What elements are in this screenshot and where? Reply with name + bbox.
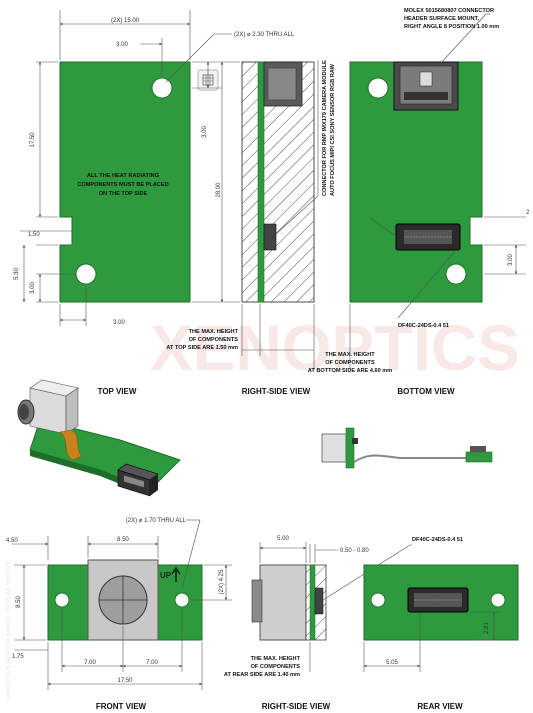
front-view-hole-2	[174, 592, 190, 608]
bottom-view: MOLEX 5015680807 CONNECTOR HEADER SURFAC…	[308, 8, 530, 396]
top-view-dim-height: 28.00	[216, 182, 222, 198]
front-view-dim-edge: 1.75	[12, 654, 24, 660]
top-view-dim-top-y: 3.00	[202, 126, 208, 138]
side-view-vertical-note-2: AUTO FOCUS MIPI CSI SONY SENSOR RGB RAW	[330, 63, 336, 196]
top-view-note-2: COMPONENTS MUST BE PLACED	[77, 182, 168, 188]
top-view-dim-lower-1: 5.30	[14, 268, 20, 280]
rear-view-dim-y: 2.81	[484, 622, 490, 634]
top-view-note-1: ALL THE HEAT RADIATING	[87, 173, 159, 179]
right-side-view-lower: 5.00 0.50 - 0.80 THE MAX. HEIGHT OF COMP…	[224, 536, 411, 711]
top-view-note-3: ON THE TOP SIDE	[99, 191, 148, 197]
right-side-view-2-label: RIGHT-SIDE VIEW	[262, 702, 331, 711]
side-view-2-lens-body	[259, 564, 307, 641]
side-view-pcb-edge	[257, 61, 265, 303]
front-view-dim-hole-y: (2X) 4.25	[219, 569, 225, 594]
front-view-dim-hole: (2X) ⌀ 1.70 THRU ALL	[126, 518, 187, 524]
side-view-2-connector	[314, 587, 324, 615]
top-view-max-height-2: OF COMPONENTS	[189, 337, 239, 343]
rear-view-label: REAR VIEW	[417, 702, 463, 711]
side-view-2-dim-pcb: 0.50 - 0.80	[340, 548, 369, 554]
top-view-hole-2	[75, 263, 97, 285]
top-view: ALL THE HEAT RADIATING COMPONENTS MUST B…	[14, 10, 295, 396]
front-view-hole-1	[54, 592, 70, 608]
rear-view-dim-x: 5.05	[386, 660, 398, 666]
bottom-view-hole-1	[367, 77, 389, 99]
bottom-view-molex-connector	[393, 61, 459, 111]
rear-view-hole-1	[370, 592, 386, 608]
bottom-view-connector-note-1: MOLEX 5015680807 CONNECTOR	[404, 8, 494, 14]
side-view-2-max-height-2: OF COMPONENTS	[251, 664, 301, 670]
top-view-pcb	[59, 61, 191, 303]
front-view-dim-left: 4.50	[6, 538, 18, 544]
top-view-hole-1	[151, 77, 173, 99]
bottom-view-max-height-1: THE MAX. HEIGHT	[325, 352, 375, 358]
iso-camera-module	[17, 379, 79, 435]
bottom-view-part: DF40C-24DS-0.4 51	[398, 323, 449, 329]
bottom-view-df40-connector	[395, 223, 461, 251]
bottom-view-max-height-2: OF COMPONENTS	[325, 360, 375, 366]
side-view-2-dim-top: 5.00	[277, 536, 289, 542]
front-view-dim-center: 8.50	[117, 537, 129, 543]
side-view-vertical-note-1: CONNECTOR FOR RMP IMX179 CAMERA MODULE	[322, 60, 328, 196]
front-view-dim-total: 17.50	[117, 678, 133, 684]
bottom-view-hole-2	[445, 263, 467, 285]
side-view-2-max-height-3: AT REAR SIDE ARE 1.40 mm	[224, 672, 300, 678]
top-view-dim-notch: 1.50	[28, 232, 40, 238]
isometric-view	[17, 379, 181, 497]
bottom-view-label: BOTTOM VIEW	[397, 387, 455, 396]
top-view-dim-hole: (2X) ⌀ 2.30 THRU ALL	[234, 32, 295, 38]
top-view-dim-bottom-x: 3.00	[113, 320, 125, 326]
top-view-max-height-3: AT TOP SIDE ARE 1.50 mm	[166, 345, 238, 351]
top-view-dim-hole-x: 3.00	[116, 42, 128, 48]
top-view-dim-lower-2: 3.00	[30, 282, 36, 294]
side-view-2-max-height-1: THE MAX. HEIGHT	[251, 656, 301, 662]
side-view-board-connector	[263, 223, 277, 251]
front-view-up-label: UP	[160, 571, 172, 580]
bottom-view-dim-right-2: 3.00	[508, 254, 514, 266]
watermark-text: XENOPTICS	[150, 312, 520, 384]
right-side-view-upper: CONNECTOR FOR RMP IMX179 CAMERA MODULE A…	[241, 60, 336, 396]
rear-view-hole-2	[490, 592, 506, 608]
rear-view-part: DF40C-24DS-0.4 51	[412, 537, 463, 543]
rear-view-connector	[407, 587, 469, 613]
side-profile-sketch	[321, 427, 493, 469]
side-view-2-pcb	[309, 564, 316, 641]
rear-view: DF40C-24DS-0.4 51 5.05 2.81 REAR VIEW	[363, 537, 519, 711]
iso-connector	[117, 463, 159, 497]
bottom-view-connector-note-3: RIGHT ANGLE 8 POSITION 1.00 mm	[404, 24, 499, 30]
watermark-side-text: XENOPTICS REMOTE SMART OPTICAL SWITCH	[6, 562, 12, 700]
bottom-view-max-height-3: AT BOTTOM SIDE ARE 4.60 mm	[308, 368, 392, 374]
right-side-view-label: RIGHT-SIDE VIEW	[242, 387, 311, 396]
top-view-dim-left-height: 17.50	[30, 132, 36, 148]
front-view-up-arrow-icon	[171, 566, 181, 582]
bottom-view-connector-note-2: HEADER SURFACE MOUNT,	[404, 16, 479, 22]
top-view-dim-width: (2X) 15.00	[111, 18, 140, 24]
front-view-dim-half-2: 7.00	[146, 660, 158, 666]
watermark: XENOPTICS XENOPTICS REMOTE SMART OPTICAL…	[6, 312, 520, 700]
front-view-dim-height: 8.50	[16, 596, 22, 608]
front-view: UP (2X) ⌀ 1.70 THRU ALL	[6, 518, 232, 711]
front-view-label: FRONT VIEW	[96, 702, 147, 711]
bottom-view-dim-right: 2	[526, 210, 530, 216]
iso-flex-cable	[59, 429, 83, 461]
top-view-label: TOP VIEW	[98, 387, 137, 396]
front-view-dim-half-1: 7.00	[84, 660, 96, 666]
top-view-max-height-1: THE MAX. HEIGHT	[189, 329, 239, 335]
